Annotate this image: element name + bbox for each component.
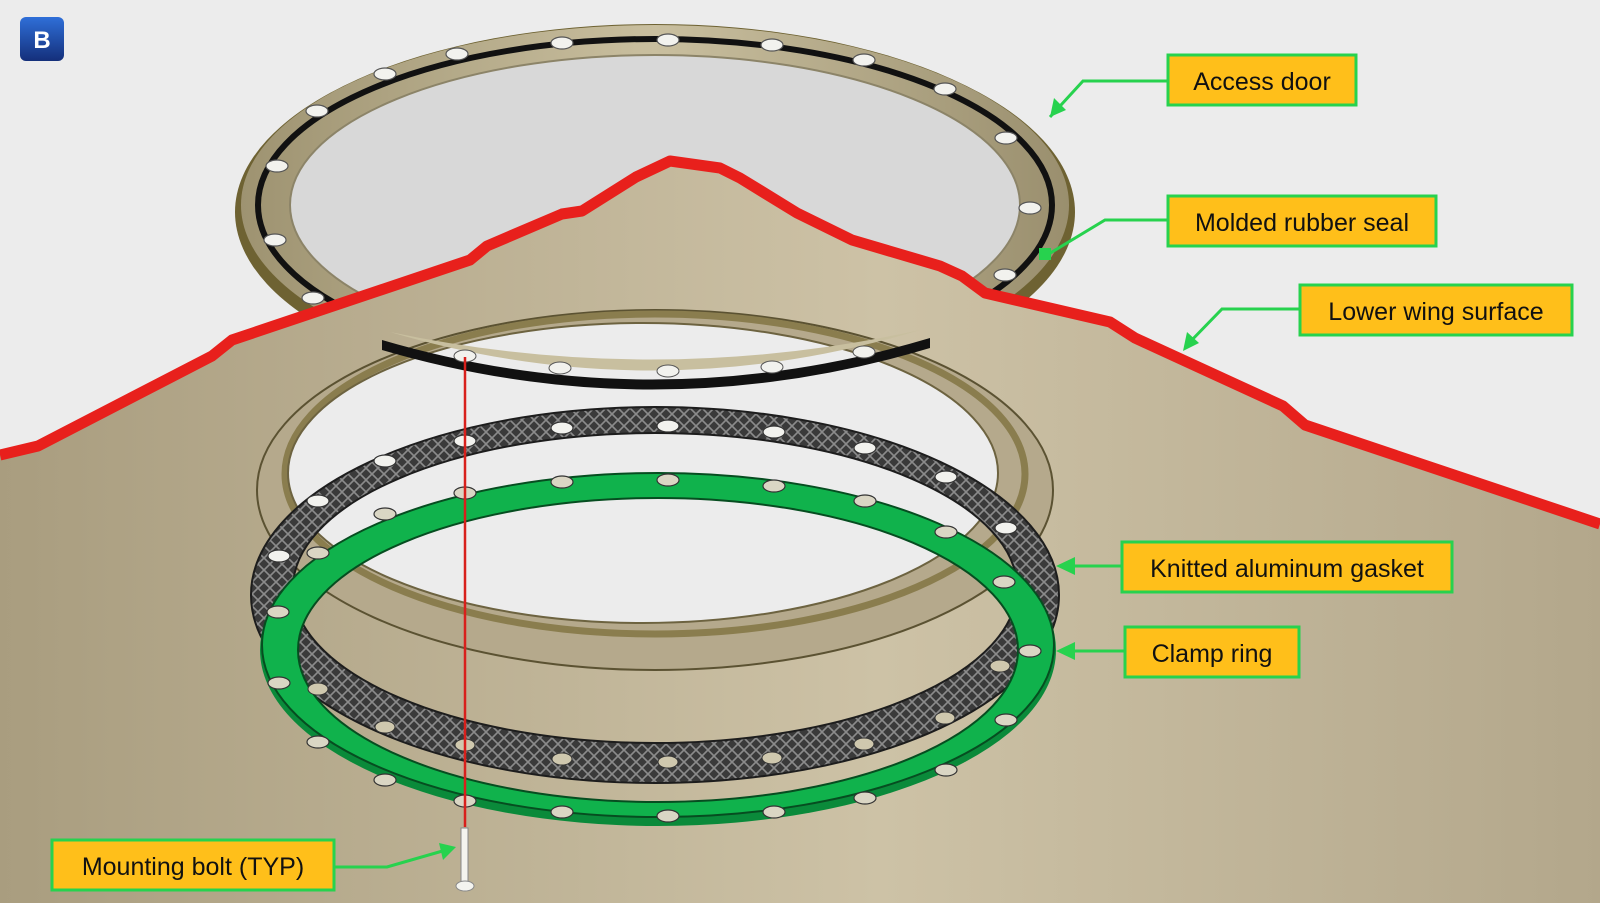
label-molded-rubber-seal: Molded rubber seal — [1166, 194, 1438, 248]
label-lower-wing-surface: Lower wing surface — [1298, 283, 1574, 337]
leader-molded-rubber-seal — [1046, 218, 1170, 257]
leader-lower-wing-surface — [1185, 307, 1300, 347]
label-access-door: Access door — [1166, 53, 1358, 107]
figure-badge: B — [20, 17, 64, 61]
label-clamp-ring: Clamp ring — [1123, 625, 1301, 679]
arrowhead-clamp-ring — [1056, 642, 1075, 660]
label-clamp-ring-text: Clamp ring — [1152, 640, 1273, 668]
mounting-bolt — [455, 357, 475, 892]
label-access-door-text: Access door — [1193, 68, 1331, 96]
arrowhead-access-door — [1050, 98, 1066, 117]
label-molded-rubber-seal-text: Molded rubber seal — [1195, 209, 1409, 237]
label-mounting-bolt-text: Mounting bolt (TYP) — [82, 853, 304, 881]
label-knitted-aluminum-gasket-text: Knitted aluminum gasket — [1150, 555, 1424, 583]
leader-access-door — [1048, 79, 1170, 119]
arrowhead-mounting-bolt — [439, 843, 456, 860]
badge-letter: B — [33, 27, 50, 54]
marker-molded-rubber-seal — [1039, 248, 1051, 260]
arrowhead-knitted-aluminum-gasket — [1056, 557, 1075, 575]
label-knitted-aluminum-gasket: Knitted aluminum gasket — [1120, 540, 1454, 594]
label-mounting-bolt: Mounting bolt (TYP) — [50, 838, 336, 892]
clamp-ring — [260, 472, 1056, 826]
leader-mounting-bolt — [334, 848, 447, 869]
leader-arrowheads — [439, 98, 1199, 860]
arrowhead-lower-wing-surface — [1183, 332, 1199, 351]
label-lower-wing-surface-text: Lower wing surface — [1328, 298, 1543, 326]
leader-lines — [334, 79, 1300, 869]
